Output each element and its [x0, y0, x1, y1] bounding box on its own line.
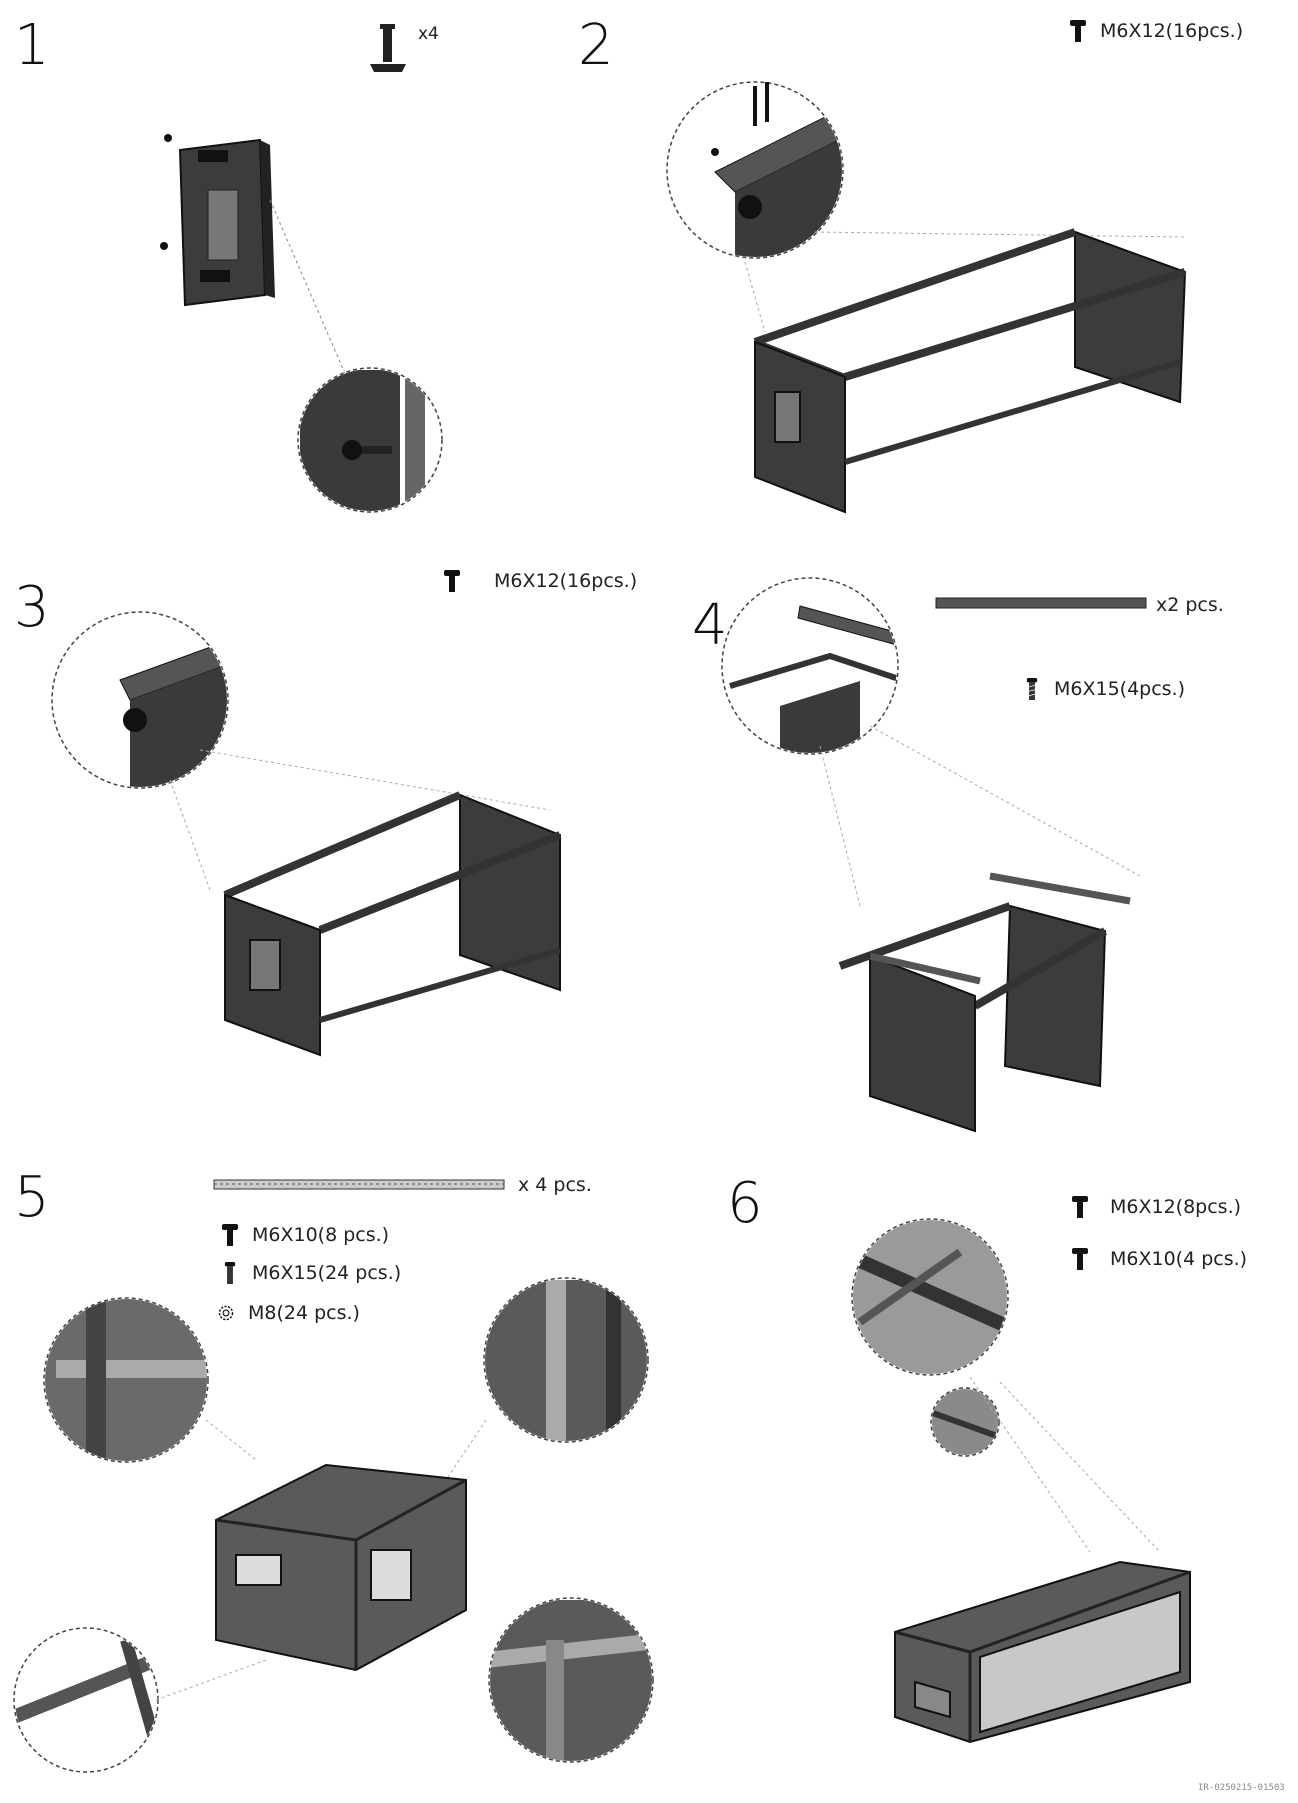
screw-icon — [222, 1224, 238, 1246]
part-label-4b: M6X15(4pcs.) — [1024, 678, 1185, 700]
detail-circle-2 — [666, 81, 844, 259]
detail-circle-6b — [930, 1387, 1000, 1457]
step-2-figure — [666, 81, 1187, 514]
part-spec-3: M6X12(16pcs.) — [494, 570, 638, 592]
detail-circle-5b — [483, 1277, 649, 1443]
detail-circle-5d — [488, 1597, 654, 1763]
screw-icon — [1072, 1248, 1088, 1270]
part-spec-6b: M6X10(4 pcs.) — [1110, 1248, 1248, 1270]
document-code: IR-0250215-01503 — [1198, 1783, 1285, 1793]
detail-circle-5c — [13, 1627, 159, 1773]
part-spec-5c: M6X15(24 pcs.) — [252, 1262, 402, 1284]
part-qty-4a: x2 pcs. — [1156, 594, 1224, 616]
step-4-figure — [721, 577, 1141, 1133]
step-6-figure — [851, 1218, 1191, 1744]
part-label-5d: M8(24 pcs.) — [218, 1302, 360, 1324]
step-number-6: 6 — [727, 1171, 763, 1236]
detail-circle-6a — [851, 1218, 1009, 1376]
screw-icon — [1072, 1196, 1088, 1218]
part-qty-1: x4 — [418, 24, 439, 44]
step-number-4: 4 — [692, 593, 728, 658]
step-3-figure — [51, 611, 562, 1057]
frame-assembly-5 — [215, 1463, 467, 1672]
frame-assembly-4 — [838, 872, 1131, 1133]
part-spec-6a: M6X12(8pcs.) — [1110, 1196, 1242, 1218]
part-label-3: M6X12(16pcs.) — [444, 570, 637, 592]
step-number-2: 2 — [578, 13, 614, 78]
part-label-6b: M6X10(4 pcs.) — [1072, 1248, 1247, 1270]
part-label-6a: M6X12(8pcs.) — [1072, 1196, 1241, 1218]
detail-circle-1 — [297, 367, 443, 513]
long-screw-icon — [1026, 678, 1038, 700]
bolt-icon — [370, 24, 406, 72]
part-spec-4b: M6X15(4pcs.) — [1054, 678, 1186, 700]
part-spec-5d: M8(24 pcs.) — [248, 1302, 360, 1324]
frame-assembly-3 — [223, 791, 562, 1057]
part-spec-2: M6X12(16pcs.) — [1100, 20, 1244, 42]
step-1-figure — [160, 134, 443, 513]
long-screw-icon — [224, 1262, 236, 1284]
bar-icon — [935, 597, 1147, 609]
frame-assembly-6 — [894, 1560, 1191, 1744]
step-number-5: 5 — [14, 1165, 50, 1230]
side-panel — [178, 138, 275, 307]
frame-assembly-2 — [753, 228, 1187, 514]
part-label-2: M6X12(16pcs.) — [1070, 20, 1243, 42]
detail-circle-5a — [43, 1297, 209, 1463]
step-5-figure — [13, 1277, 654, 1773]
bolt-markers — [160, 134, 172, 250]
part-label-5b: M6X10(8 pcs.) — [222, 1224, 389, 1246]
screw-icon — [444, 570, 460, 592]
detail-circle-3 — [51, 611, 229, 789]
screw-icon — [1070, 20, 1086, 42]
step-number-1: 1 — [14, 13, 50, 78]
part-spec-5b: M6X10(8 pcs.) — [252, 1224, 390, 1246]
part-label-5c: M6X15(24 pcs.) — [222, 1262, 401, 1284]
rail-icon — [213, 1179, 505, 1190]
detail-circle-4 — [721, 577, 899, 755]
step-number-3: 3 — [14, 575, 50, 640]
part-qty-5a: x 4 pcs. — [518, 1174, 592, 1196]
nut-icon — [218, 1305, 234, 1321]
